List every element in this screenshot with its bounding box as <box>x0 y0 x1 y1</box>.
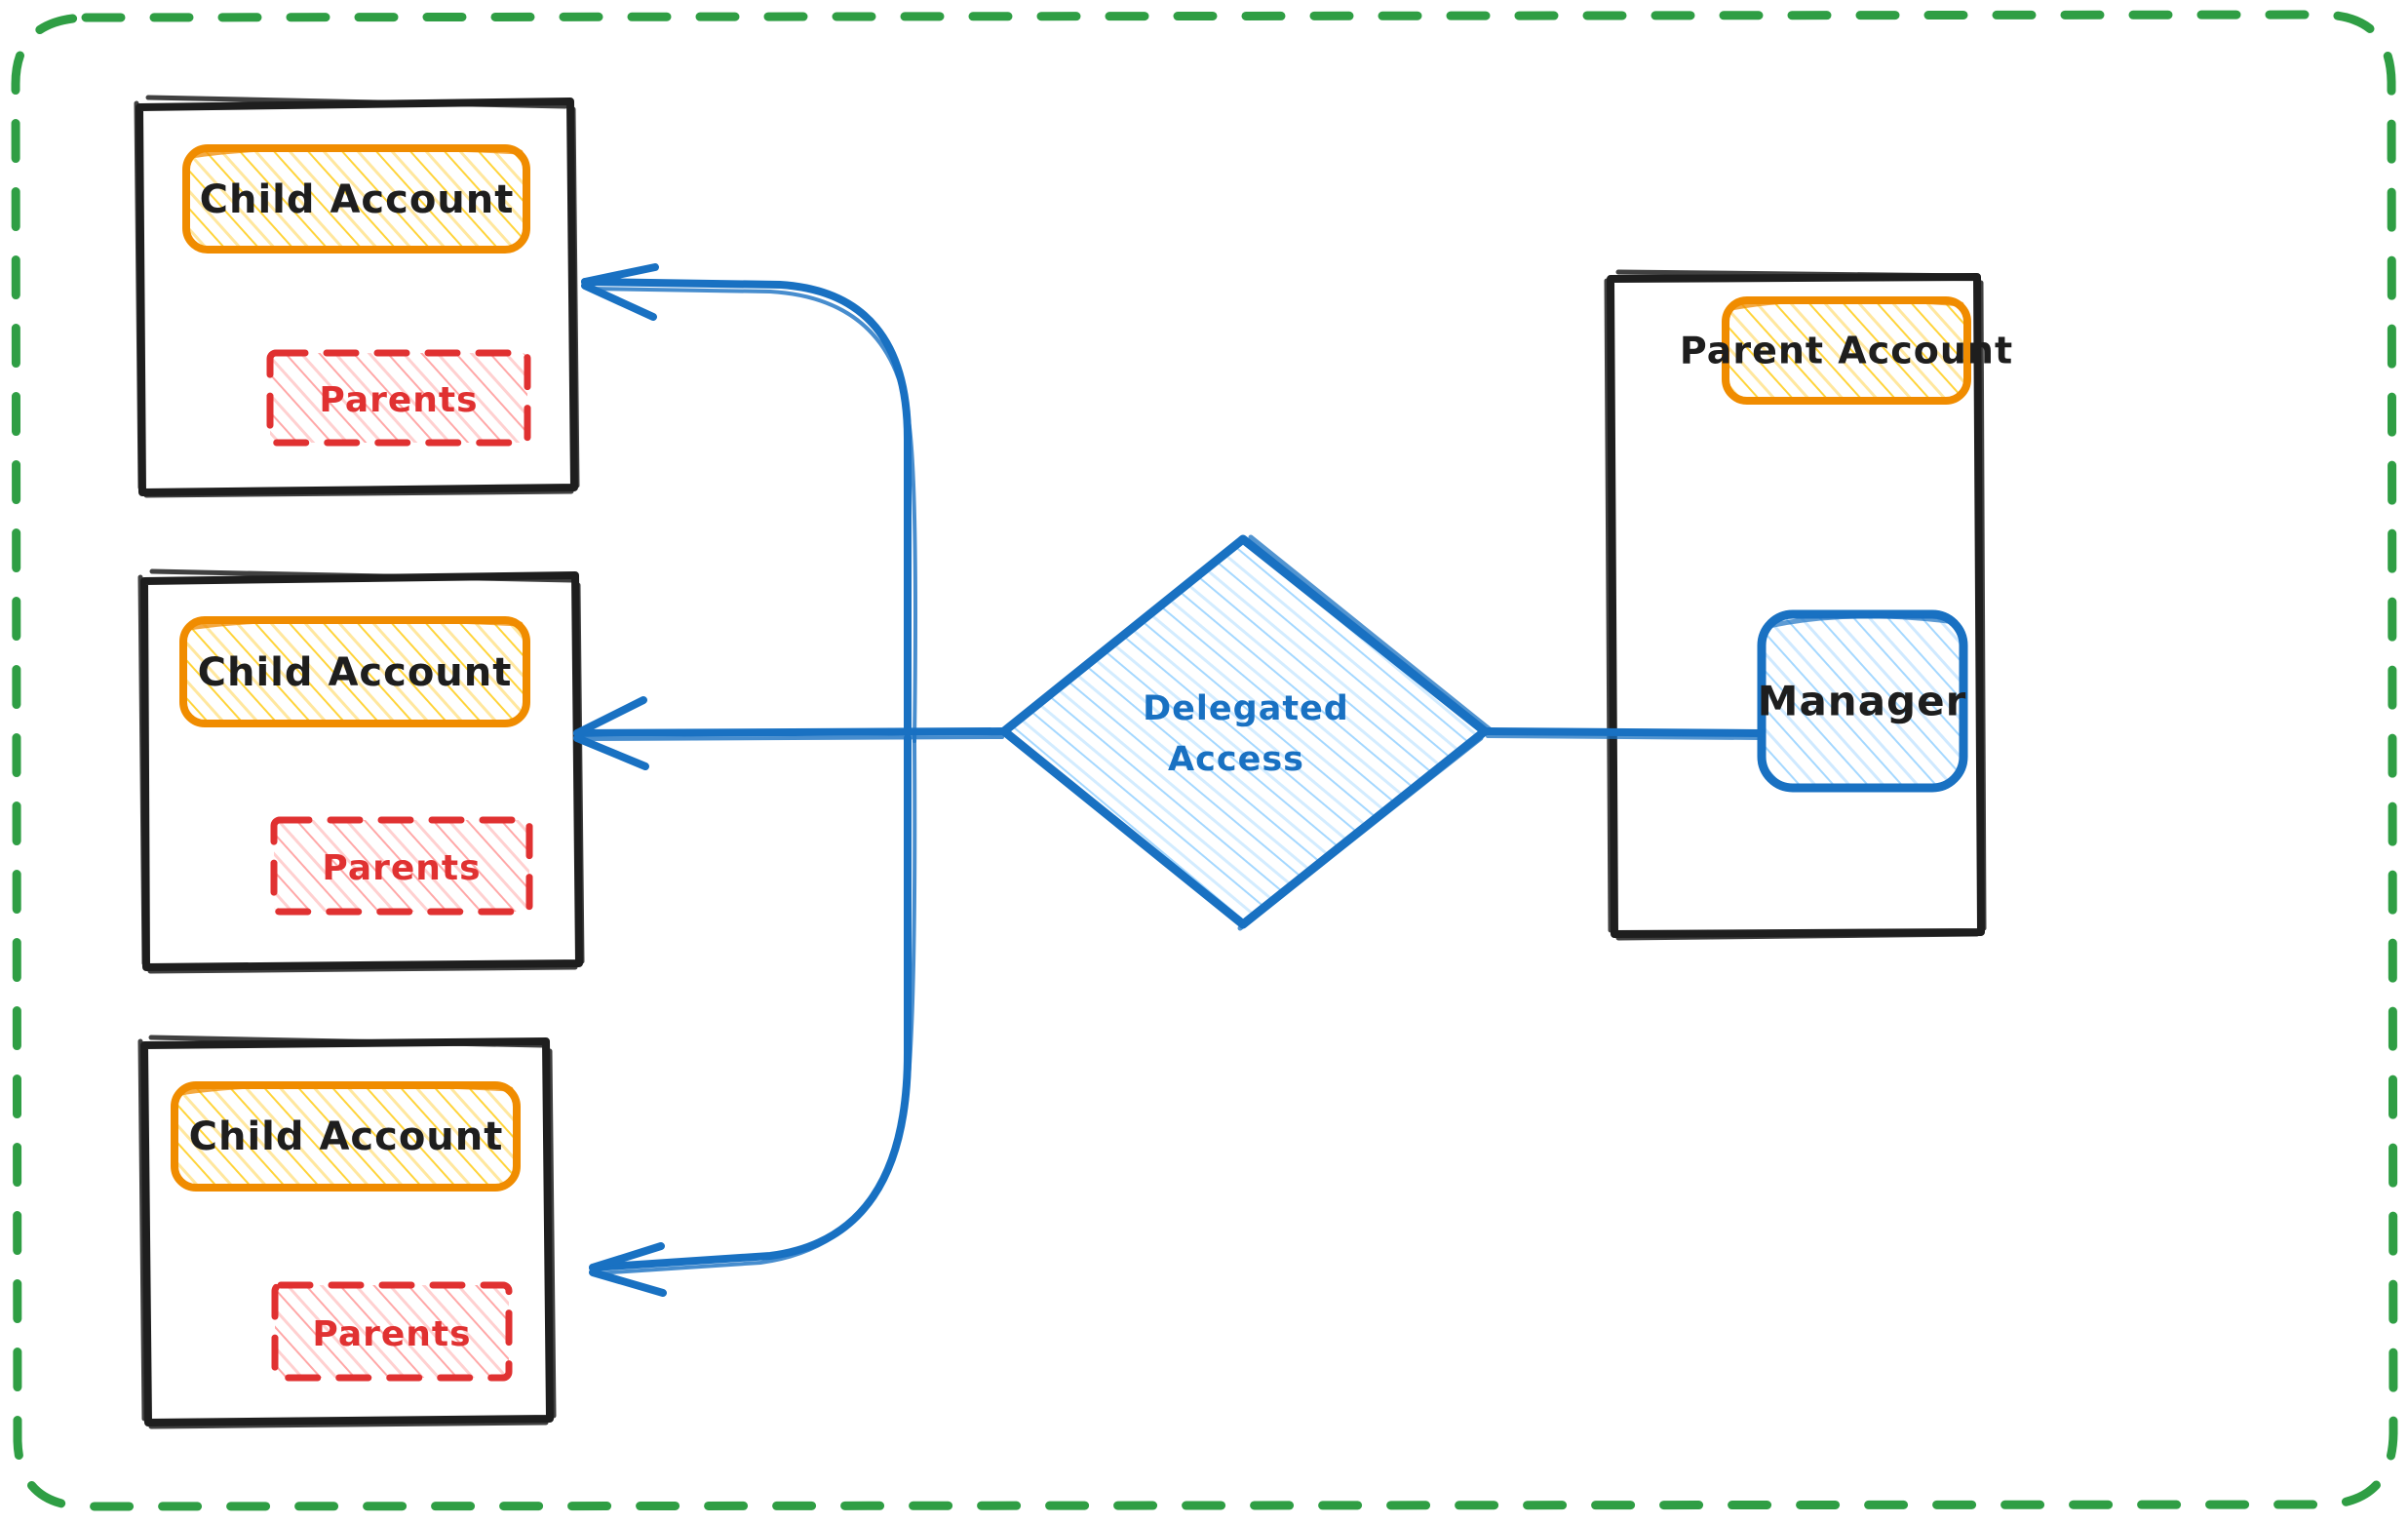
child-account-label-3: Child Account <box>189 1114 504 1159</box>
child-account-node-1[interactable]: Child Account <box>182 144 530 254</box>
organization-boundary <box>11 10 2398 1511</box>
parent-account-node[interactable]: Parent Account <box>1680 296 2013 405</box>
child-account-node-3[interactable]: Child Account <box>171 1081 521 1192</box>
connector-delegated-access-to-child-3 <box>589 734 917 1297</box>
parents-label-1: Parents <box>319 380 478 420</box>
child-account-label-2: Child Account <box>198 650 513 695</box>
connector-delegated-access-to-child-1 <box>581 263 917 743</box>
child-account-label-1: Child Account <box>200 177 515 222</box>
parents-label-2: Parents <box>322 848 481 888</box>
parent-account-label: Parent Account <box>1680 330 2013 372</box>
connector-manager-to-delegated-access <box>1482 727 1766 740</box>
delegated-access-label-line2: Access <box>1168 740 1304 779</box>
manager-label: Manager <box>1758 678 1967 725</box>
parents-label-3: Parents <box>312 1314 471 1354</box>
parents-node-2[interactable]: Parents <box>270 816 533 916</box>
parents-node-1[interactable]: Parents <box>266 349 531 447</box>
delegated-access-label-line1: Delegated <box>1143 689 1349 728</box>
parents-node-3[interactable]: Parents <box>271 1281 513 1382</box>
connector-delegated-access-trunk <box>573 696 1008 770</box>
child-account-node-2[interactable]: Child Account <box>179 616 530 727</box>
delegated-access-node[interactable]: Delegated Access <box>999 534 1493 931</box>
manager-node[interactable]: Manager <box>1757 609 1968 793</box>
